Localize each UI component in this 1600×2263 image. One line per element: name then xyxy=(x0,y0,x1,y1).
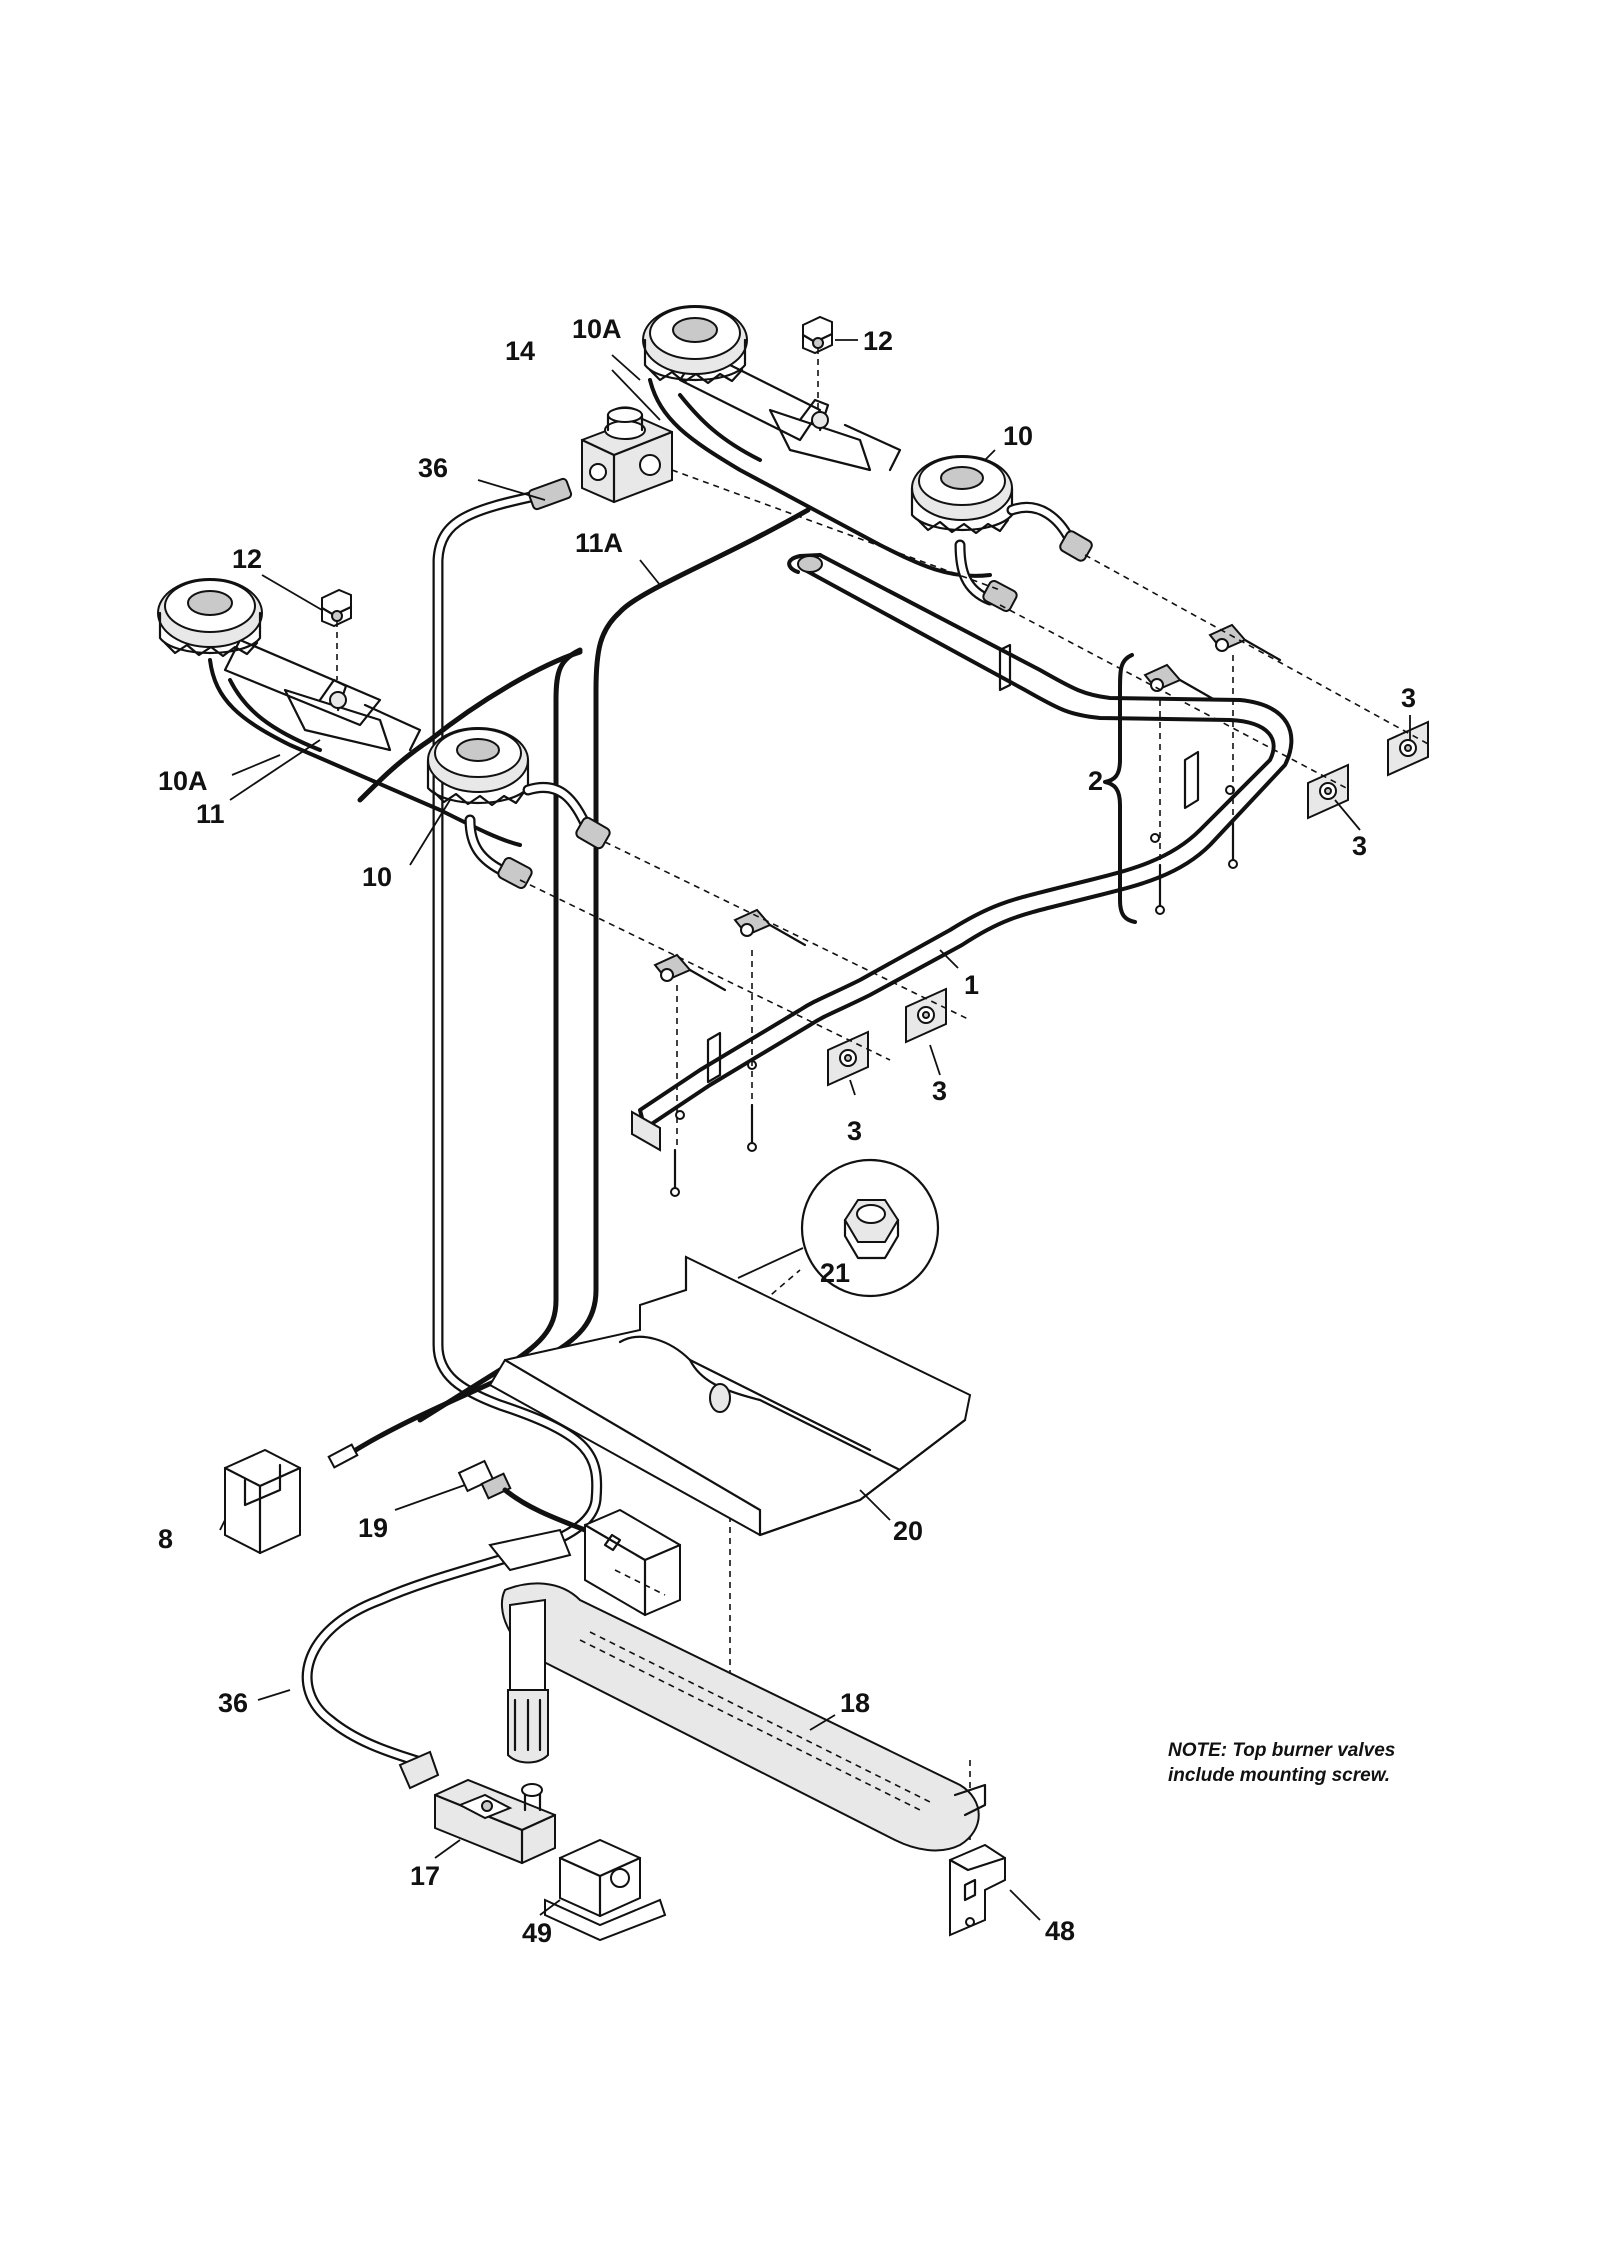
valve-2-rear-right xyxy=(1208,623,1282,662)
valve-2-rear-left xyxy=(1143,663,1217,702)
valve-2-front-left xyxy=(653,953,727,992)
callout-17: 17 xyxy=(410,1861,440,1891)
callout-10-front: 10 xyxy=(362,862,392,892)
callout-12-front: 12 xyxy=(232,544,262,574)
callout-3-d: 3 xyxy=(847,1116,862,1146)
bracket-8 xyxy=(223,1448,302,1555)
safety-valve-17 xyxy=(398,1750,557,1865)
burner-baffle-20 xyxy=(488,1255,972,1537)
bracket-48 xyxy=(948,1843,1007,1937)
bracket-49 xyxy=(544,1838,667,1942)
callout-11: 11 xyxy=(196,799,225,829)
callout-21: 21 xyxy=(820,1258,850,1288)
note-line-1: NOTE: Top burner valves xyxy=(1168,1740,1395,1761)
screws xyxy=(670,818,1238,1197)
callout-3-a: 3 xyxy=(1401,683,1416,713)
seal-plate-3-a xyxy=(1387,720,1429,777)
manifold-1 xyxy=(631,553,1294,1152)
burner-10a-front xyxy=(157,578,522,847)
callout-1: 1 xyxy=(964,970,979,1000)
pressure-regulator-14 xyxy=(527,406,674,511)
callout-3-c: 3 xyxy=(932,1076,947,1106)
seal-plate-3-b xyxy=(1307,763,1349,820)
callout-11a: 11A xyxy=(575,528,623,558)
burner-bracket-rear xyxy=(768,398,902,472)
wire-harness-11 xyxy=(327,649,583,1469)
note-line-2: include mounting screw. xyxy=(1168,1765,1390,1786)
bracket-12-rear xyxy=(801,315,834,355)
callout-48: 48 xyxy=(1045,1916,1075,1946)
burner-bracket-front xyxy=(283,678,422,752)
leader-lines xyxy=(219,339,1411,1921)
callout-10a-rear: 10A xyxy=(572,314,622,344)
callout-19: 19 xyxy=(358,1513,388,1543)
valve-2-front-right xyxy=(733,908,807,947)
burner-10a-rear xyxy=(642,305,992,578)
callout-2: 2 xyxy=(1088,766,1103,796)
callout-20: 20 xyxy=(893,1516,923,1546)
seal-plate-3-c xyxy=(905,987,947,1044)
callout-49: 49 xyxy=(522,1918,552,1948)
gas-tube-36 xyxy=(301,489,603,1768)
igniter-19 xyxy=(457,1459,682,1617)
callout-14: 14 xyxy=(505,336,535,366)
callout-10-rear: 10 xyxy=(1003,421,1033,451)
callout-8: 8 xyxy=(158,1524,173,1554)
callout-10a-front: 10A xyxy=(158,766,208,796)
note-block: NOTE: Top burner valves include mounting… xyxy=(1168,1740,1395,1786)
callout-3-b: 3 xyxy=(1352,831,1367,861)
burner-10-front xyxy=(426,727,611,889)
gas-tube-11a xyxy=(337,507,811,1463)
callout-18: 18 xyxy=(840,1688,870,1718)
callout-36-bottom: 36 xyxy=(218,1688,248,1718)
callout-36-top: 36 xyxy=(418,453,448,483)
callout-labels: 10A 14 12 10 36 11A 12 10A 11 10 3 2 3 1… xyxy=(158,314,1416,1948)
brace-2 xyxy=(1103,653,1137,924)
oven-burner-18 xyxy=(488,1528,987,1852)
burner-10-rear xyxy=(910,455,1093,612)
alignment-lines xyxy=(336,348,1431,1840)
bracket-12-front xyxy=(320,588,353,628)
callout-12-rear: 12 xyxy=(863,326,893,356)
